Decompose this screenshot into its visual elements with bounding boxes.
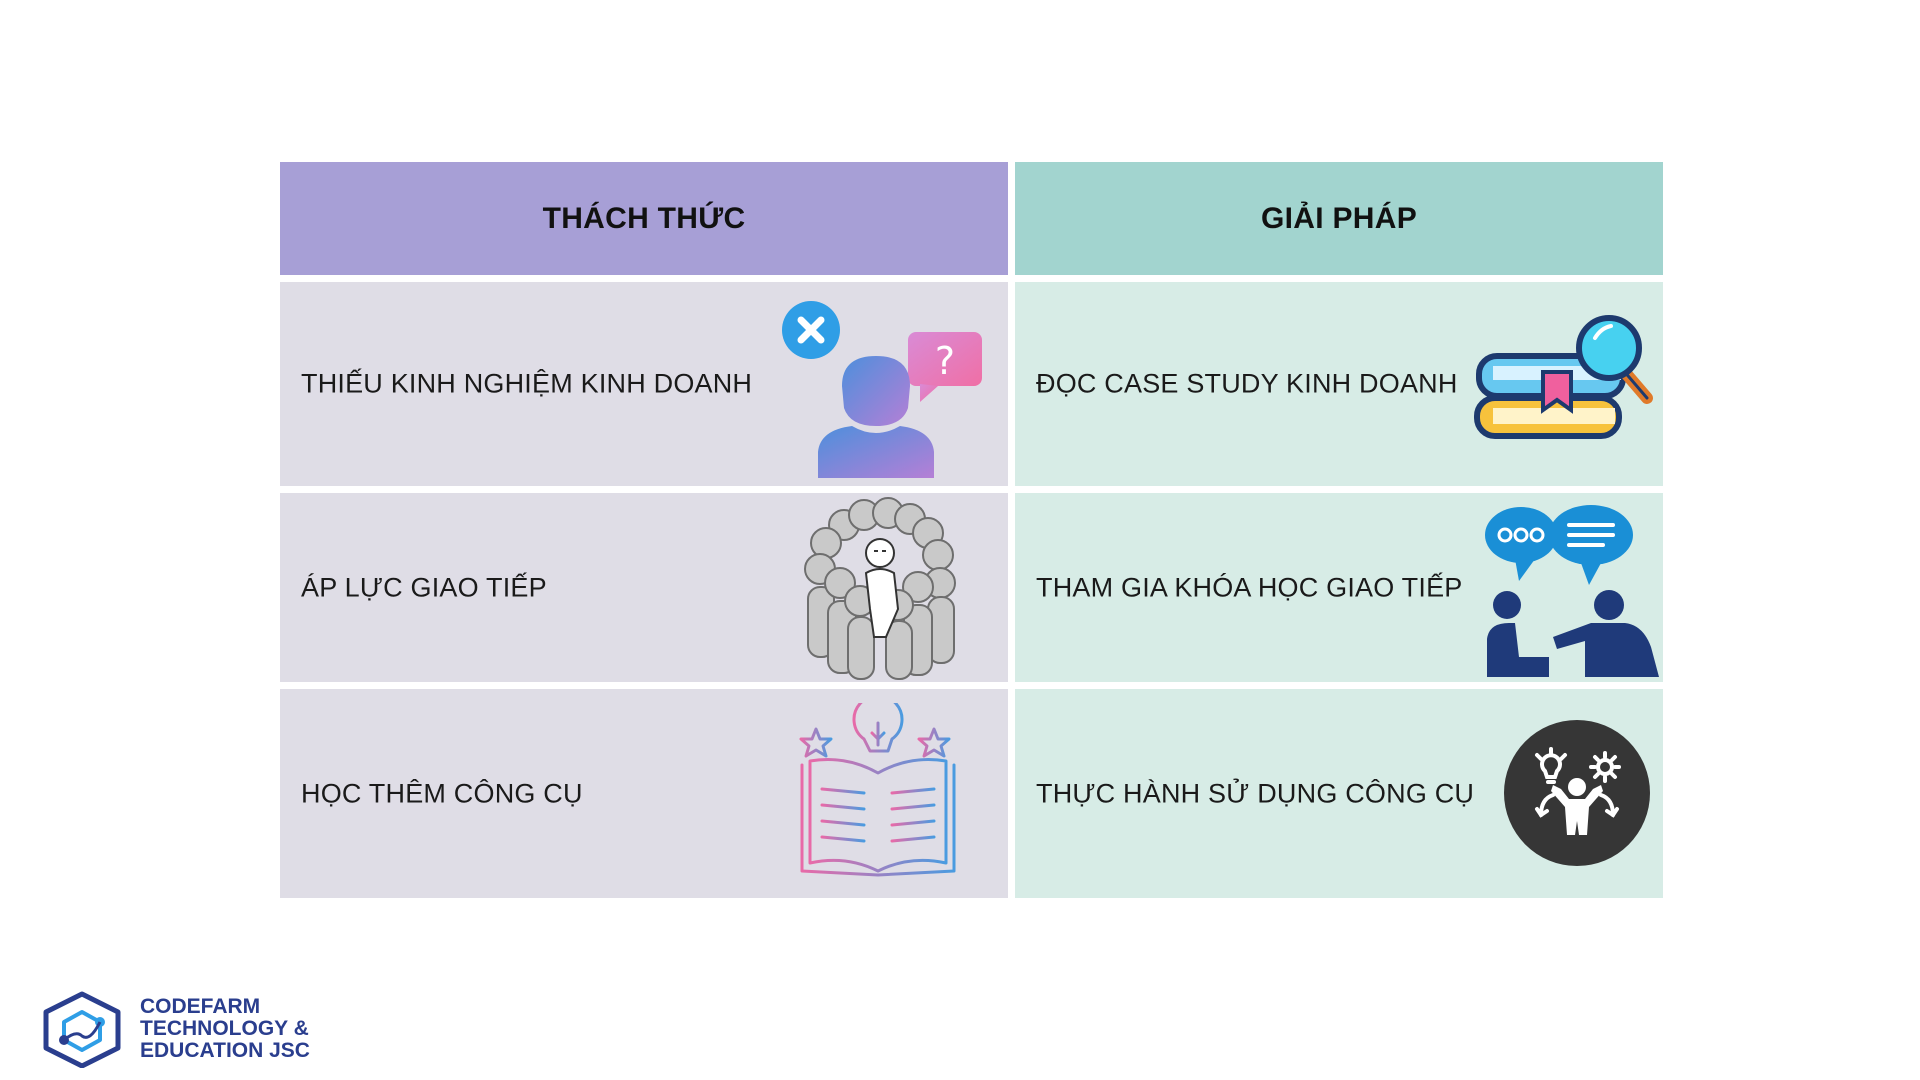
skills-practice-icon <box>1504 720 1650 866</box>
header-challenge: THÁCH THỨC <box>280 162 1008 275</box>
company-logo: CODEFARM TECHNOLOGY & EDUCATION JSC <box>40 990 310 1068</box>
comparison-table: THÁCH THỨC GIẢI PHÁP THIẾU KINH NGHIỆM K… <box>280 162 1663 898</box>
solution-cell-1: ĐỌC CASE STUDY KINH DOANH <box>1015 282 1663 486</box>
solution-cell-2: THAM GIA KHÓA HỌC GIAO TIẾP <box>1015 493 1663 682</box>
conversation-icon <box>1485 505 1659 677</box>
hexagon-logo-icon <box>43 991 121 1068</box>
solution-label-3: THỰC HÀNH SỬ DỤNG CÔNG CỤ <box>1036 778 1475 808</box>
logo-wordmark: CODEFARM TECHNOLOGY & EDUCATION JSC <box>140 996 310 1062</box>
logo-line-1: CODEFARM <box>140 995 261 1018</box>
challenge-label-1: THIẾU KINH NGHIỆM KINH DOANH <box>301 368 753 399</box>
challenge-cell-1: THIẾU KINH NGHIỆM KINH DOANH ? <box>280 282 1008 486</box>
challenge-label-3: HỌC THÊM CÔNG CỤ <box>301 778 583 808</box>
solution-label-1: ĐỌC CASE STUDY KINH DOANH <box>1036 368 1458 399</box>
crowd-pressure-icon <box>804 497 956 680</box>
logo-line-2: TECHNOLOGY & <box>140 1017 309 1040</box>
header-solution: GIẢI PHÁP <box>1015 162 1663 275</box>
logo-line-3: EDUCATION JSC <box>140 1039 310 1062</box>
challenge-cell-2: ÁP LỰC GIAO TIẾP <box>280 493 1008 682</box>
challenge-cell-3: HỌC THÊM CÔNG CỤ <box>280 689 1008 898</box>
solution-cell-3: THỰC HÀNH SỬ DỤNG CÔNG CỤ <box>1015 689 1663 898</box>
confused-person-icon: ? <box>782 301 982 478</box>
header-challenge-label: THÁCH THỨC <box>542 201 746 235</box>
books-magnifier-icon <box>1474 315 1653 439</box>
open-book-idea-icon <box>799 703 956 877</box>
solution-label-2: THAM GIA KHÓA HỌC GIAO TIẾP <box>1036 572 1463 602</box>
header-solution-label: GIẢI PHÁP <box>1260 201 1418 235</box>
svg-text:?: ? <box>935 339 955 383</box>
challenge-label-2: ÁP LỰC GIAO TIẾP <box>301 572 547 602</box>
